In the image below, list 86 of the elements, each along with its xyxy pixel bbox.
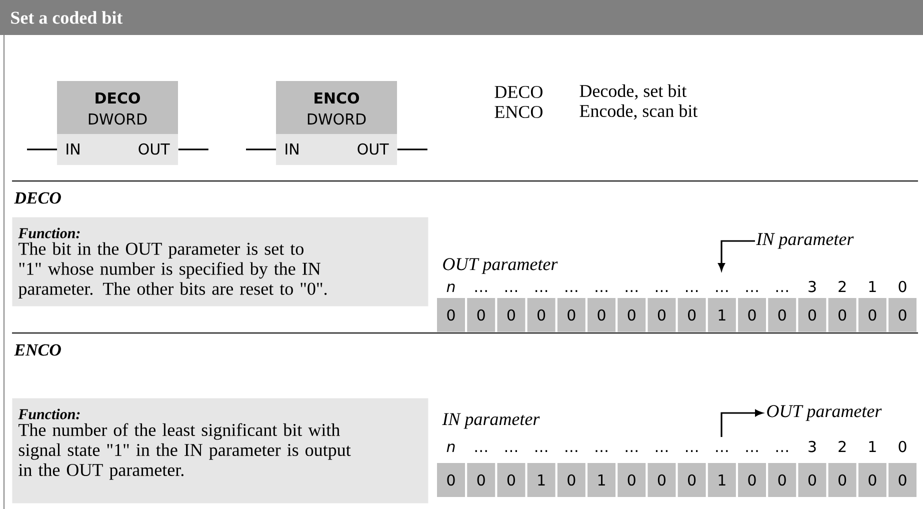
function-block: DECO DWORD IN OUT (57, 81, 178, 165)
bit-cell: 0 (527, 298, 556, 332)
bit-number: … (716, 290, 728, 292)
bit-number: … (596, 290, 608, 292)
abbreviation: DECO (494, 86, 542, 98)
bit-cell: 1 (527, 463, 556, 497)
bit-cell: 0 (618, 463, 646, 497)
bit-number: … (686, 450, 698, 452)
title-bar: Set a coded bit (0, 0, 923, 35)
node-label: OUT (358, 143, 389, 155)
bit-number: n (446, 444, 455, 452)
bit-cell: 0 (618, 298, 646, 332)
bit-number: 2 (838, 440, 846, 452)
bit-cell: 0 (798, 463, 826, 497)
section-heading: ENCO (14, 344, 61, 356)
bit-cell: 1 (708, 463, 736, 497)
bit-number: n (446, 284, 455, 292)
bit-cell: 0 (467, 463, 496, 497)
bit-number: … (536, 290, 548, 292)
node-label: IN (286, 144, 298, 154)
bit-cell: 0 (768, 298, 796, 332)
bit-cell: 0 (557, 463, 586, 497)
bit-number: 1 (869, 441, 876, 452)
abbreviation: ENCO (494, 106, 542, 118)
bit-cell: 1 (708, 298, 736, 332)
bit-cell: 0 (497, 298, 526, 332)
bit-cell: 0 (738, 463, 766, 497)
bit-number: … (746, 450, 758, 452)
bit-number: … (566, 450, 578, 452)
bit-number: 3 (808, 440, 816, 452)
function-panel: Function: The number of the least significant bit with signal state "1" in the IN parameter is output in the OUT parameter. (12, 398, 428, 504)
bit-cell: 0 (768, 463, 796, 497)
bit-number: … (626, 450, 638, 452)
pin-line (397, 148, 428, 150)
bit-number: … (505, 290, 517, 292)
leader-arrow (718, 240, 755, 271)
bit-cell: 0 (858, 298, 886, 332)
bit-cell: 0 (678, 463, 706, 497)
bit-number: 1 (869, 281, 876, 292)
bit-number: 0 (898, 440, 906, 452)
bit-number: … (656, 290, 668, 292)
bit-cell: 0 (437, 463, 465, 497)
node-label: IN (66, 144, 80, 154)
bit-cell: 0 (467, 298, 496, 332)
bit-number: … (746, 290, 758, 292)
pin-line (246, 148, 276, 150)
function-block: ENCO DWORD IN OUT (276, 81, 397, 165)
function-panel: Function: The bit in the OUT parameter is set to "1" whose number is specified by the IN parameter. The other bits are reset to "0". (12, 217, 428, 306)
bit-cell: 0 (828, 463, 856, 497)
description: Encode, scan bit (580, 104, 698, 120)
bit-number: … (505, 450, 517, 452)
bit-number: 2 (838, 280, 846, 292)
bit-number: … (475, 290, 487, 292)
bit-cell: 0 (738, 298, 766, 332)
bit-cell: 1 (588, 463, 616, 497)
bit-number: 3 (808, 280, 816, 292)
bit-number: … (536, 450, 548, 452)
bit-number: … (656, 450, 668, 452)
bit-number: … (475, 450, 487, 452)
pin-line (178, 148, 208, 150)
description: Decode, set bit (580, 84, 687, 100)
bit-cell: 0 (798, 298, 826, 332)
bit-number: … (686, 290, 698, 292)
bit-cell: 0 (437, 298, 465, 332)
bit-cell: 0 (888, 298, 916, 332)
bit-cell: 0 (858, 463, 886, 497)
bit-cell: 0 (648, 463, 676, 497)
bit-cell: 0 (678, 298, 706, 332)
bit-cell: 0 (497, 463, 526, 497)
bit-cell: 0 (648, 298, 676, 332)
parameter-label: OUT parameter (767, 405, 882, 421)
leader-arrow (720, 410, 763, 437)
node-label: OUT (138, 143, 170, 155)
bit-cell: 0 (588, 298, 616, 332)
pin-line (27, 148, 57, 150)
bit-number: … (596, 450, 608, 452)
bit-cell: 0 (557, 298, 586, 332)
bit-number: … (626, 290, 638, 292)
bit-number: … (776, 450, 788, 452)
bit-cell: 0 (828, 298, 856, 332)
bit-number: … (716, 450, 728, 452)
bit-cell: 0 (888, 463, 916, 497)
bit-number: … (776, 290, 788, 292)
bit-number: 0 (898, 280, 906, 292)
parameter-label: IN parameter (756, 233, 854, 249)
bit-number: … (566, 290, 578, 292)
